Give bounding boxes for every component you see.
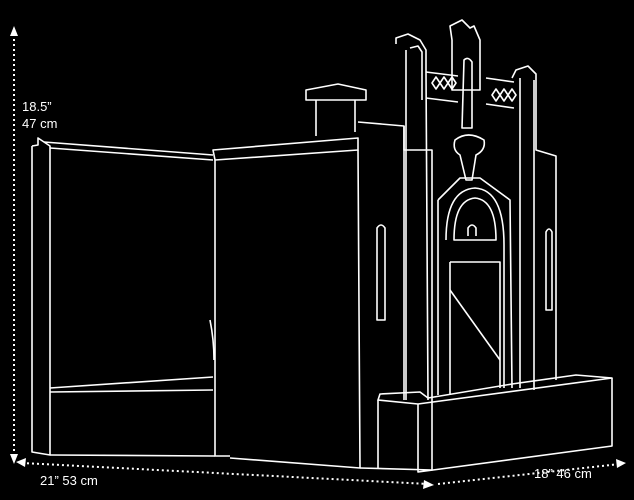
center-block bbox=[212, 137, 361, 469]
width-label: 21” 53 cm bbox=[40, 473, 98, 488]
facade bbox=[395, 19, 557, 401]
height-label-cm: 47 cm bbox=[22, 116, 58, 131]
left-wall bbox=[31, 137, 216, 457]
depth-label: 18” 46 cm bbox=[534, 466, 592, 481]
tower-block bbox=[357, 121, 433, 471]
front-platform bbox=[377, 374, 613, 473]
width-dimension-line bbox=[16, 458, 434, 489]
depth-dimension-line bbox=[437, 459, 626, 485]
height-dimension-line bbox=[10, 26, 18, 464]
height-label-inches: 18.5” bbox=[22, 99, 52, 114]
chimney bbox=[305, 83, 367, 136]
